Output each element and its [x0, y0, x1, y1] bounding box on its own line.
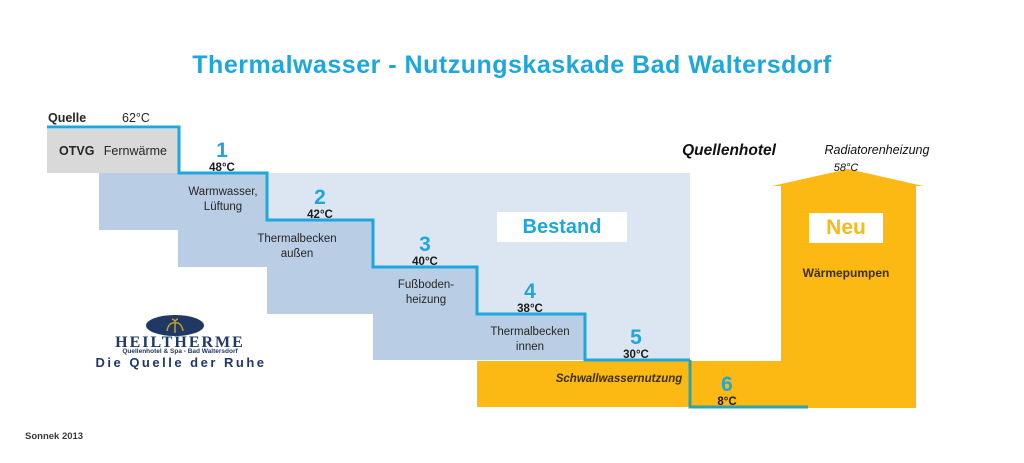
supplier-name: OTVG [59, 144, 95, 158]
schwallwasser-band [477, 361, 808, 407]
step-5-number: 5 [630, 326, 642, 349]
step-1-temp: 48°C [209, 162, 235, 174]
usage-thermalbecken-aussen: Thermalbecken außen [257, 233, 337, 260]
cascade-line [47, 125, 690, 362]
stage-box-thermalbecken-aussen [178, 221, 373, 267]
step-1-number: 1 [216, 139, 228, 162]
step-3-number: 3 [419, 233, 431, 256]
stage-box-warmwasser [99, 173, 267, 230]
step-6-temp: 8°C [717, 396, 737, 408]
step-6-number: 6 [721, 373, 733, 396]
usage-warmwasser: Warmwasser, Lüftung [188, 186, 258, 213]
hotel-name: Quellenhotel [682, 142, 776, 159]
neu-label: Neu [809, 213, 883, 243]
supplier-service: Fernwärme [103, 144, 167, 158]
step-2-number: 2 [314, 186, 326, 209]
stage-box-fussbodenheizung [267, 267, 477, 314]
radiator-heating-label: Radiatorenheizung [824, 143, 930, 157]
heatpump-building [772, 169, 923, 408]
heiltherme-logo-emblem [146, 315, 204, 336]
bestand-label: Bestand [497, 212, 627, 242]
usage-thermalbecken-innen: Thermalbecken innen [490, 326, 570, 353]
usage-fussbodenheizung: Fußboden- heizung [397, 279, 455, 306]
source-supplier-labels: OTVG Fernwärme [47, 129, 179, 173]
step-3-temp: 40°C [412, 256, 438, 268]
usage-schwallwassernutzung: Schwallwassernutzung [555, 373, 683, 385]
fountain-icon [166, 317, 184, 333]
step-2-temp: 42°C [307, 209, 333, 221]
credit-text: Sonnek 2013 [25, 431, 84, 442]
page-title: Thermalwasser - Nutzungskaskade Bad Walt… [192, 51, 832, 79]
heiltherme-logo-subtitle: Quellenhotel & Spa - Bad Waltersdorf [122, 348, 238, 355]
stage-box-thermalbecken-innen [373, 314, 585, 360]
radiator-temp: 58°C [833, 162, 859, 174]
source-supplier-box [47, 129, 179, 173]
heiltherme-logo-slogan: Die Quelle der Ruhe [95, 355, 267, 370]
step-4-temp: 38°C [517, 303, 543, 315]
cascade-line-tail [688, 360, 808, 409]
heatpump-label: Wärmepumpen [802, 266, 890, 280]
step-4-number: 4 [524, 280, 536, 303]
source-label: Quelle [48, 111, 87, 125]
source-temp: 62°C [122, 111, 150, 125]
heiltherme-logo-name: HEILTHERME [115, 334, 245, 351]
step-5-temp: 30°C [623, 349, 649, 361]
